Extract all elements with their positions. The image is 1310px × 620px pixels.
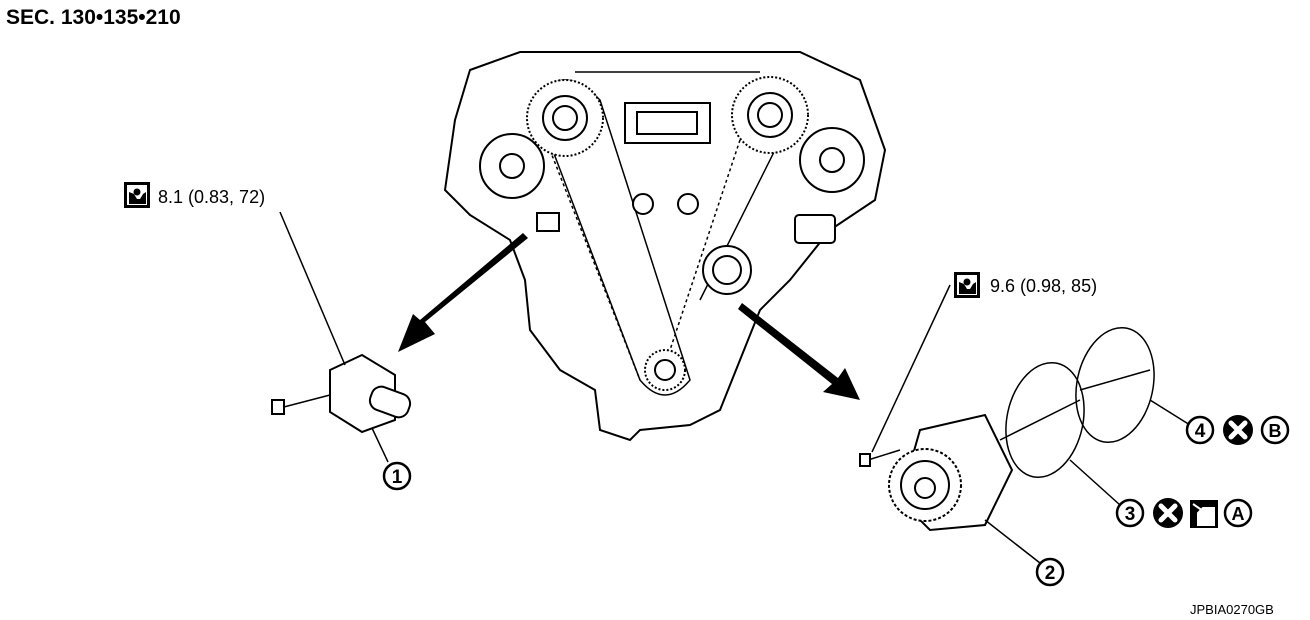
figure-code: JPBIA0270GB [1190, 602, 1274, 617]
svg-text:1: 1 [392, 467, 403, 488]
callout-4: 4 [1185, 415, 1215, 445]
apply-oil-icon [1190, 500, 1218, 528]
torque-value: 9.6 (0.98, 85) [990, 276, 1097, 296]
svg-text:4: 4 [1195, 421, 1206, 442]
svg-text:2: 2 [1045, 563, 1056, 584]
callout-2: 2 [1035, 557, 1065, 587]
torque-value: 8.1 (0.83, 72) [158, 187, 265, 207]
engine-front-illustration [443, 51, 887, 442]
direction-arrow-right [738, 303, 860, 400]
symbol-a: A [1223, 498, 1253, 528]
torque-wrench-icon [124, 182, 150, 208]
callout-3: 3 [1115, 498, 1145, 528]
svg-text:A: A [1232, 504, 1245, 524]
svg-text:3: 3 [1125, 504, 1136, 525]
chain-tensioner-illustration [271, 211, 412, 463]
svg-text:B: B [1269, 421, 1282, 441]
section-title: SEC. 130•135•210 [6, 6, 181, 29]
symbol-b: B [1260, 415, 1290, 445]
do-not-reuse-icon [1223, 415, 1253, 445]
water-pump-illustration [859, 284, 1191, 564]
torque-spec-2: 9.6 (0.98, 85) [954, 272, 1097, 298]
callout-1: 1 [382, 461, 412, 491]
torque-spec-1: 8.1 (0.83, 72) [124, 182, 265, 208]
torque-wrench-icon [954, 272, 980, 298]
direction-arrow-left [398, 233, 528, 352]
do-not-reuse-icon [1153, 498, 1183, 528]
